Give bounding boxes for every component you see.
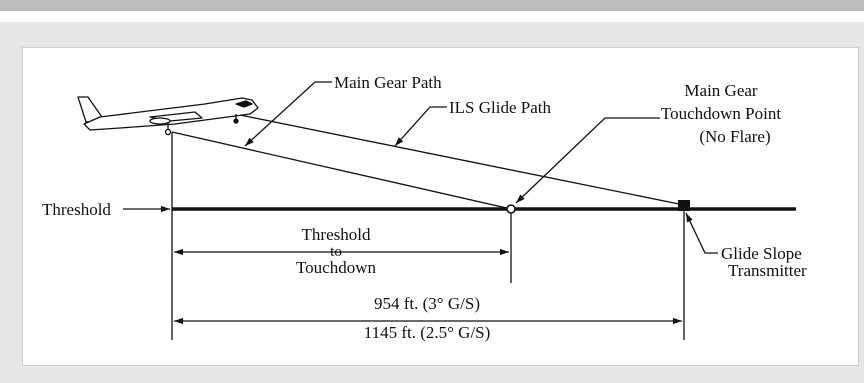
distance-25deg-label: 1145 ft. (2.5° G/S)	[364, 323, 491, 342]
threshold-label: Threshold	[42, 200, 111, 219]
threshold-to-touchdown-label-1: Threshold	[302, 225, 371, 244]
main-gear-touchdown-label-2: Touchdown Point	[661, 104, 781, 123]
main-gear-path-line	[171, 131, 512, 210]
main-gear-touchdown-leader	[515, 117, 660, 204]
ils-glide-path-label: ILS Glide Path	[449, 98, 551, 117]
glide-slope-transmitter-marker	[678, 200, 690, 211]
airplane-icon	[77, 96, 259, 136]
ils-glide-path-line	[239, 114, 685, 206]
threshold-to-touchdown-label-2: to	[330, 244, 342, 260]
ils-glide-path-leader	[394, 106, 447, 147]
top-rule	[0, 0, 864, 11]
threshold-to-touchdown-label-3: Touchdown	[296, 258, 377, 277]
distance-3deg-label: 954 ft. (3° G/S)	[374, 294, 480, 313]
main-gear-touchdown-label-3: (No Flare)	[699, 127, 770, 146]
touchdown-point-marker	[506, 204, 516, 214]
main-gear-touchdown-label-1: Main Gear	[684, 81, 758, 100]
main-gear-path-label: Main Gear Path	[334, 73, 442, 92]
main-gear-path-leader	[244, 81, 332, 147]
glide-slope-transmitter-label-1: Glide Slope	[721, 244, 802, 263]
glide-slope-transmitter-label-2: Transmitter	[728, 261, 807, 280]
glide-slope-transmitter-leader	[685, 212, 718, 254]
